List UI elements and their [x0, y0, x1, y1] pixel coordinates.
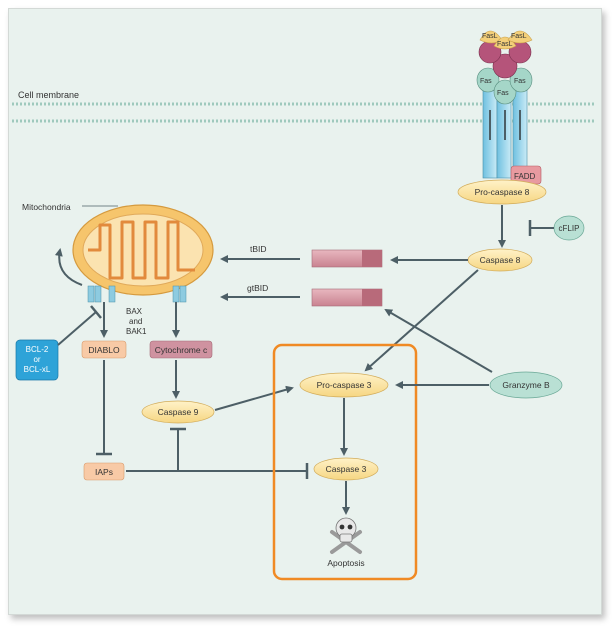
gtbid-label: gtBID [247, 283, 268, 293]
cell-membrane [12, 102, 596, 123]
cytochrome-c-box [149, 340, 213, 359]
bcl2-label: BCL-2 [26, 345, 49, 354]
curved-arrow-mitochondria [54, 248, 83, 286]
caspase-9-label: Caspase 9 [158, 407, 199, 417]
fasl-label-3: FasL [511, 33, 527, 40]
pro-caspase-3-node [299, 372, 389, 398]
bid-bar-2-segment [362, 289, 382, 306]
and-label: and [129, 317, 142, 326]
skull-crossbones-icon [330, 517, 362, 554]
arrow-caspase8-to-procaspase3 [364, 269, 479, 372]
caspase3-highlight-box [272, 343, 418, 581]
caspase-8-label: Caspase 8 [480, 255, 521, 265]
fasl-label-2: FasL [497, 41, 513, 48]
caspase-3-label: Caspase 3 [326, 464, 367, 474]
cell-membrane-label: Cell membrane [18, 90, 79, 100]
granzyme-b-node [489, 371, 563, 399]
arrow-caspase9-to-procaspase3 [214, 385, 294, 411]
bax-bak1-pores [87, 285, 187, 303]
bid-bar-1-segment [362, 250, 382, 267]
bcl2-box [15, 339, 59, 381]
pro-caspase-8-label: Pro-caspase 8 [475, 187, 530, 197]
diablo-label: DIABLO [88, 345, 120, 355]
fadd-label: FADD [514, 172, 536, 181]
fasl-label-1: FasL [482, 33, 498, 40]
mitochondria-label: Mitochondria [22, 202, 71, 212]
bax-label: BAX [126, 307, 143, 316]
fas-label-3: Fas [514, 78, 526, 85]
diablo-box [81, 340, 127, 359]
apoptosis-label: Apoptosis [327, 558, 364, 568]
bcl2-inhibition-bar [90, 305, 102, 319]
caspase-9-node [141, 400, 215, 424]
bak1-label: BAK1 [126, 327, 147, 336]
fas-label-1: Fas [480, 78, 492, 85]
bcl2-inhibition-line [57, 311, 97, 346]
tbid-label: tBID [250, 244, 267, 254]
pro-caspase-8-node [457, 179, 547, 205]
iaps-box [83, 462, 125, 481]
fasl-ligands [478, 30, 533, 79]
arrow-granzymeb-to-bid [384, 308, 493, 373]
mitochondria [72, 204, 214, 296]
granzyme-b-label: Granzyme B [502, 380, 550, 390]
bcl2-or-label: or [33, 355, 40, 364]
cytochrome-c-label: Cytochrome c [155, 345, 208, 355]
bclxl-label: BCL-xL [24, 365, 51, 374]
fas-receptor-complex [476, 67, 533, 179]
cflip-label: cFLIP [559, 224, 580, 233]
pro-caspase-3-label: Pro-caspase 3 [317, 380, 372, 390]
caspase-3-node [313, 457, 379, 481]
fas-label-2: Fas [497, 90, 509, 97]
iaps-label: IAPs [95, 467, 113, 477]
